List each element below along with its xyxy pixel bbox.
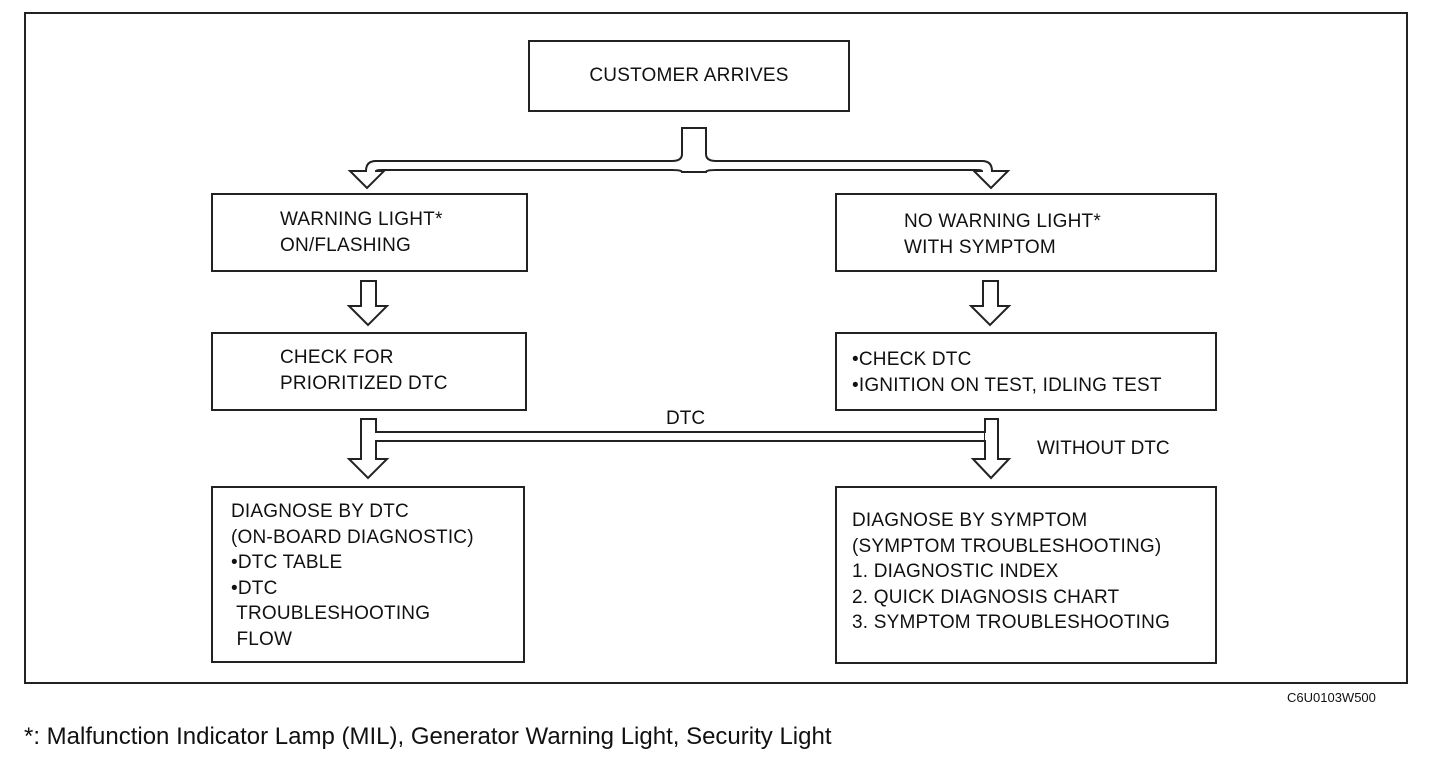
box-line: •IGNITION ON TEST, IDLING TEST (852, 374, 1162, 396)
box-line: NO WARNING LIGHT* (904, 211, 1101, 232)
no-warning-light-box: NO WARNING LIGHT* WITH SYMPTOM (835, 193, 1217, 272)
box-line: FLOW (231, 628, 293, 650)
dtc-connector-label: DTC (666, 408, 706, 429)
customer-arrives-box: CUSTOMER ARRIVES (528, 40, 850, 112)
box-line: •CHECK DTC (852, 349, 972, 370)
box-line: DIAGNOSE BY SYMPTOM (852, 510, 1088, 531)
box-line: WITH SYMPTOM (904, 236, 1056, 258)
down-arrow-left (346, 280, 390, 327)
check-dtc-box: •CHECK DTC •IGNITION ON TEST, IDLING TES… (835, 332, 1217, 411)
down-arrow-dtc (346, 418, 986, 480)
box-line: CHECK FOR (280, 347, 394, 368)
box-line: WARNING LIGHT* (280, 209, 443, 230)
box-line: ON/FLASHING (280, 234, 411, 256)
footnote: *: Malfunction Indicator Lamp (MIL), Gen… (24, 723, 832, 750)
box-line: •DTC TABLE (231, 552, 343, 573)
box-line: CUSTOMER ARRIVES (589, 65, 789, 87)
down-arrow-without-dtc (970, 418, 1012, 480)
box-line: 3. SYMPTOM TROUBLESHOOTING (852, 612, 1171, 633)
branch-arrow (347, 127, 1011, 190)
figure-reference-code: C6U0103W500 (1287, 690, 1376, 705)
box-line: PRIORITIZED DTC (280, 372, 448, 394)
box-line: •DTC (231, 577, 278, 599)
check-prioritized-dtc-box: CHECK FOR PRIORITIZED DTC (211, 332, 527, 411)
diagram-frame (24, 12, 1408, 684)
box-line: TROUBLESHOOTING (231, 603, 431, 624)
diagnose-by-dtc-box: DIAGNOSE BY DTC (ON-BOARD DIAGNOSTIC) •D… (211, 486, 525, 663)
diagnose-by-symptom-box: DIAGNOSE BY SYMPTOM (SYMPTOM TROUBLESHOO… (835, 486, 1217, 664)
box-line: (SYMPTOM TROUBLESHOOTING) (852, 535, 1162, 557)
box-line: 2. QUICK DIAGNOSIS CHART (852, 586, 1120, 608)
box-line: DIAGNOSE BY DTC (231, 501, 409, 522)
box-line: 1. DIAGNOSTIC INDEX (852, 561, 1059, 582)
down-arrow-right (968, 280, 1012, 327)
warning-light-box: WARNING LIGHT* ON/FLASHING (211, 193, 528, 272)
box-line: (ON-BOARD DIAGNOSTIC) (231, 526, 474, 548)
without-dtc-label: WITHOUT DTC (1037, 438, 1170, 459)
